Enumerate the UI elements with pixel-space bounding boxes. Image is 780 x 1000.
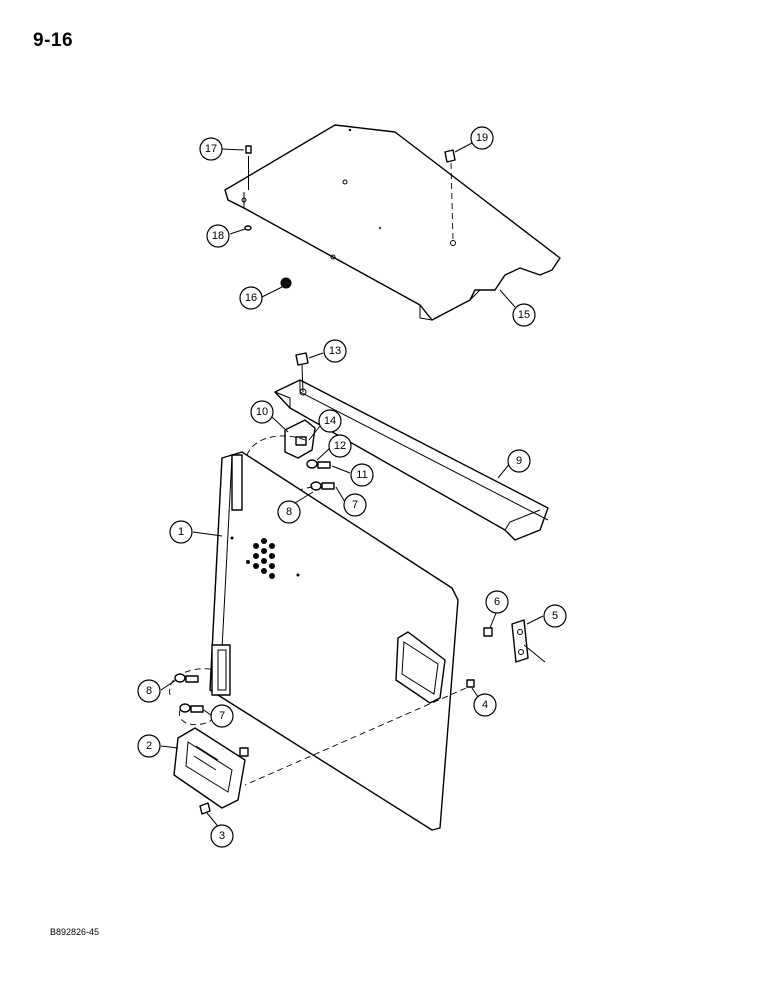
callout-8-lower: 8 [137, 679, 161, 703]
svg-text:3: 3 [219, 830, 225, 842]
top-cover-plate [224, 124, 561, 321]
nut-4 [466, 679, 475, 688]
svg-text:8: 8 [146, 685, 152, 697]
callout-19: 19 [470, 126, 494, 150]
screw-6 [483, 627, 493, 637]
svg-text:7: 7 [352, 499, 358, 511]
callout-15: 15 [512, 303, 536, 327]
figure-code: B892826-45 [50, 927, 100, 937]
bolt-7-upper [321, 482, 335, 490]
latch-5 [511, 619, 546, 663]
washer-8-lower [174, 673, 199, 683]
callout-3: 3 [210, 824, 234, 848]
svg-text:11: 11 [356, 469, 367, 481]
svg-text:8: 8 [286, 506, 292, 518]
svg-text:15: 15 [518, 309, 530, 321]
bolt-7-lower [179, 703, 204, 713]
callout-2: 2 [137, 734, 161, 758]
svg-text:10: 10 [256, 406, 268, 418]
callout-8-upper: 8 [277, 500, 301, 524]
vent-holes [246, 538, 275, 579]
washer-18 [244, 225, 252, 231]
callout-13: 13 [323, 339, 347, 363]
page-number: 9-16 [33, 30, 74, 51]
screw-3 [199, 802, 211, 815]
callout-10: 10 [250, 400, 274, 424]
bolt-11 [317, 461, 331, 469]
callout-5: 5 [543, 604, 567, 628]
svg-text:1: 1 [178, 526, 184, 538]
svg-text:2: 2 [146, 740, 152, 752]
leader-lines [160, 142, 544, 831]
hinge-bracket-10 [284, 419, 316, 459]
svg-text:14: 14 [324, 415, 336, 427]
svg-text:9: 9 [516, 455, 522, 467]
svg-text:7: 7 [219, 710, 225, 722]
washer-12 [306, 459, 318, 469]
svg-text:4: 4 [482, 699, 488, 711]
svg-text:19: 19 [476, 132, 488, 144]
screw-17 [245, 145, 252, 190]
callout-11: 11 [350, 463, 374, 487]
callout-7-lower: 7 [210, 704, 234, 728]
callout-1: 1 [169, 520, 193, 544]
side-panel [209, 451, 459, 831]
callout-4: 4 [473, 693, 497, 717]
bolt-19 [444, 149, 456, 241]
svg-text:13: 13 [329, 345, 341, 357]
callout-14: 14 [318, 409, 342, 433]
svg-text:12: 12 [334, 440, 346, 452]
callout-6: 6 [485, 590, 509, 614]
bolt-13 [295, 352, 309, 393]
callout-7-upper: 7 [343, 493, 367, 517]
svg-text:17: 17 [205, 143, 217, 155]
washer-8-upper [310, 481, 322, 491]
svg-text:6: 6 [494, 596, 500, 608]
callout-9: 9 [507, 449, 531, 473]
svg-text:18: 18 [212, 230, 224, 242]
svg-text:16: 16 [245, 292, 257, 304]
callout-17: 17 [199, 137, 223, 161]
callout-18: 18 [206, 224, 230, 248]
callout-12: 12 [328, 434, 352, 458]
grommet-16 [280, 277, 292, 289]
svg-text:5: 5 [552, 610, 558, 622]
handle-plate-2 [173, 727, 249, 809]
callout-16: 16 [239, 286, 263, 310]
